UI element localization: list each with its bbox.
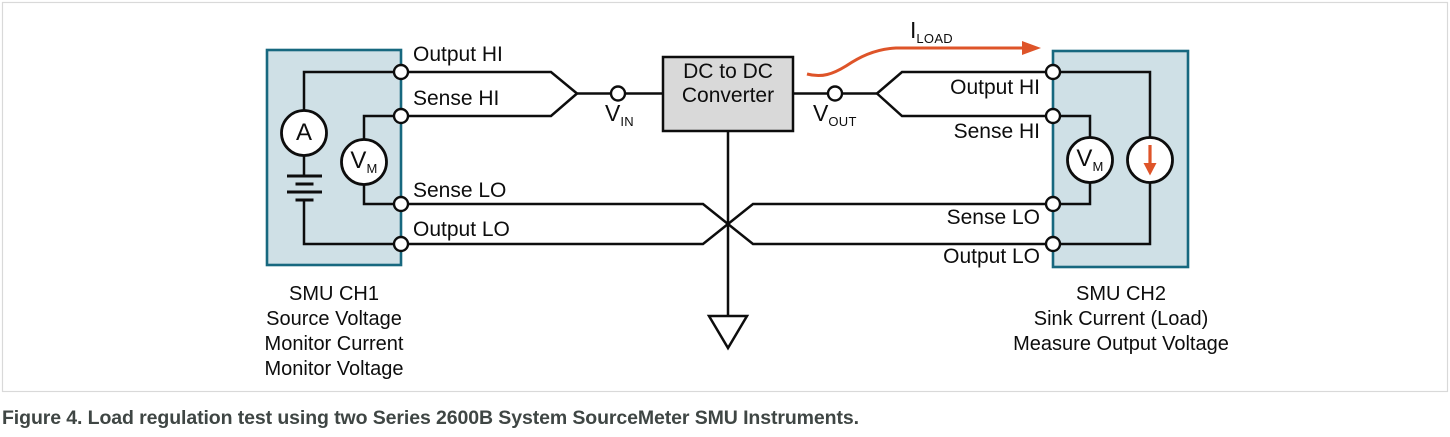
smu-ch2-line3: Measure Output Voltage: [1013, 333, 1229, 355]
smu-ch1-line4: Monitor Voltage: [264, 358, 404, 380]
terminal-ch2-sense-hi: [1044, 107, 1062, 125]
ammeter-label: A: [295, 118, 312, 146]
voltmeter-circle-ch2: [1066, 136, 1114, 184]
terminal-ch1-sense-lo: [392, 195, 410, 213]
terminal-ch2-output-hi: [1044, 63, 1062, 81]
smu-ch1-line3: Monitor Current: [264, 333, 404, 355]
terminal-ch2-sense-lo: [1044, 195, 1062, 213]
label-sense-lo-right: Sense LO: [946, 206, 1040, 229]
wire-ch2-isrc-outputlo: [1053, 182, 1152, 246]
label-v-out: VOUT: [813, 100, 857, 129]
wire-ch1-battery-outputlo: [302, 199, 401, 246]
terminal-vout: [826, 85, 844, 102]
wire-ch2-sensehi-vm: [1053, 114, 1092, 138]
terminal-ch1-sense-hi: [392, 107, 410, 125]
wire-sense-hi-right: [876, 92, 1053, 118]
dc-converter-line1: DC to DC: [683, 60, 773, 83]
label-output-lo-right: Output LO: [943, 245, 1040, 268]
current-source-arrow-icon: [1143, 145, 1157, 176]
smu-ch1-line2: Source Voltage: [266, 308, 402, 330]
label-sense-hi-left: Sense HI: [413, 87, 500, 110]
label-sense-hi-right: Sense HI: [953, 120, 1040, 143]
terminal-ch1-output-lo: [392, 235, 410, 253]
wire-ch1-vm-bottom: [362, 184, 401, 206]
smu-ch1-description: SMU CH1 Source Voltage Monitor Current M…: [214, 282, 454, 382]
label-sense-lo-left: Sense LO: [413, 179, 507, 202]
terminal-circles: [392, 63, 1062, 253]
wire-ch1-vm-top: [362, 114, 401, 140]
ground-icon: [706, 314, 750, 351]
smu-ch2-title: SMU CH2: [1075, 283, 1166, 305]
wire-output-hi-right: [876, 70, 1053, 95]
battery-icon: [287, 174, 322, 202]
label-output-hi-right: Output HI: [950, 76, 1040, 99]
voltmeter-label-ch1: VM: [350, 147, 378, 176]
terminal-ch2-output-lo: [1044, 235, 1062, 253]
label-output-hi-left: Output HI: [413, 43, 503, 66]
smu-ch2-line2: Sink Current (Load): [1033, 308, 1209, 330]
wire-sense-hi-left: [401, 92, 578, 118]
terminal-ch1-output-hi: [392, 63, 410, 81]
dc-converter-line2: Converter: [681, 84, 775, 107]
dc-converter-box: [661, 55, 795, 133]
wire-output-hi-left: [401, 70, 578, 95]
voltmeter-circle-ch1: [340, 138, 388, 186]
voltmeter-label-ch2: VM: [1076, 145, 1104, 174]
dc-converter-label: DC to DC Converter: [663, 60, 793, 108]
ammeter-circle: [280, 109, 328, 157]
wire-ch1-ammeter-top: [302, 70, 401, 110]
label-i-load: ILOAD: [910, 17, 953, 46]
iload-arrow-icon: [806, 41, 1041, 78]
smu-ch2-description: SMU CH2 Sink Current (Load) Measure Outp…: [1000, 282, 1242, 357]
figure-frame: [1, 1, 1449, 393]
label-v-in: VIN: [605, 100, 634, 129]
label-output-lo-left: Output LO: [413, 218, 510, 241]
wire-ch2-outputhi-isrc: [1053, 70, 1152, 138]
smu-ch1-title: SMU CH1: [288, 283, 379, 305]
terminal-vin: [609, 85, 627, 102]
wire-ch2-vm-senselo: [1053, 182, 1092, 206]
figure-caption: Figure 4. Load regulation test using two…: [2, 407, 859, 429]
